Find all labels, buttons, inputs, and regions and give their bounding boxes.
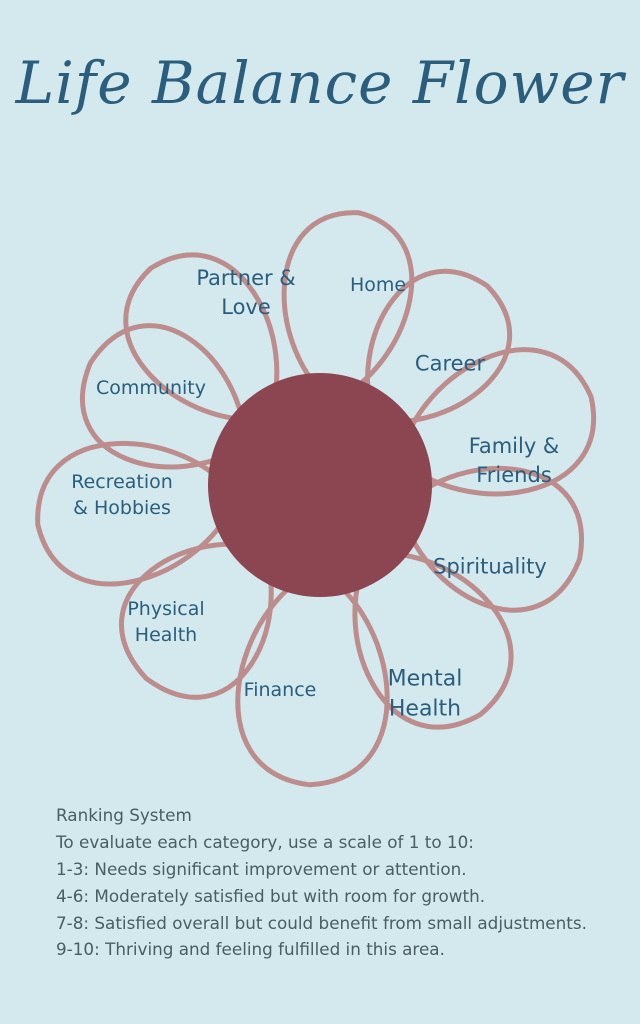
petal-career [365, 268, 513, 424]
ranking-level-1-3: 1-3: Needs significant improvement or at… [56, 858, 467, 879]
ranking-system: Ranking System To evaluate each category… [56, 802, 626, 963]
page-title: Life Balance Flower [15, 49, 625, 117]
petal-label-community: Community [96, 375, 206, 401]
ranking-level-7-8: 7-8: Satisfied overall but could benefit… [56, 912, 587, 933]
flower-diagram [35, 210, 596, 788]
ranking-level-4-6: 4-6: Moderately satisfied but with room … [56, 885, 486, 906]
petal-label-text: Recreation& Hobbies [71, 470, 173, 519]
petal-finance [235, 567, 390, 788]
petal-label-text: Partner &Love [196, 266, 296, 319]
ranking-intro: To evaluate each category, use a scale o… [56, 831, 474, 852]
flower-center [208, 373, 432, 597]
petal-label-text: Family &Friends [468, 434, 560, 487]
petal-family-friends [398, 347, 596, 497]
petal-label-recreation-hobbies: Recreation& Hobbies [71, 469, 173, 521]
petal-partner-love [123, 252, 280, 422]
petal-label-spirituality: Spirituality [433, 553, 547, 582]
petal-recreation-hobbies [35, 440, 239, 587]
petal-community [80, 323, 248, 470]
petal-label-text: Finance [243, 678, 317, 701]
petal-label-finance: Finance [244, 677, 317, 703]
petal-label-text: Home [349, 273, 407, 296]
petal-physical-health [119, 541, 274, 700]
petal-home [281, 210, 415, 404]
petal-mental-health [352, 551, 514, 730]
petal-label-partner-love: Partner &Love [196, 264, 295, 322]
petal-label-career: Career [415, 350, 485, 379]
petal-label-home: Home [350, 272, 406, 298]
petal-label-text: Spirituality [433, 554, 547, 579]
petal-spirituality [399, 465, 584, 613]
petal-label-text: Career [414, 351, 486, 376]
ranking-level-9-10: 9-10: Thriving and feeling fulfilled in … [56, 939, 445, 960]
petal-label-family-friends: Family &Friends [469, 432, 560, 490]
ranking-heading: Ranking System [56, 805, 192, 825]
petal-label-text: Community [96, 376, 206, 399]
